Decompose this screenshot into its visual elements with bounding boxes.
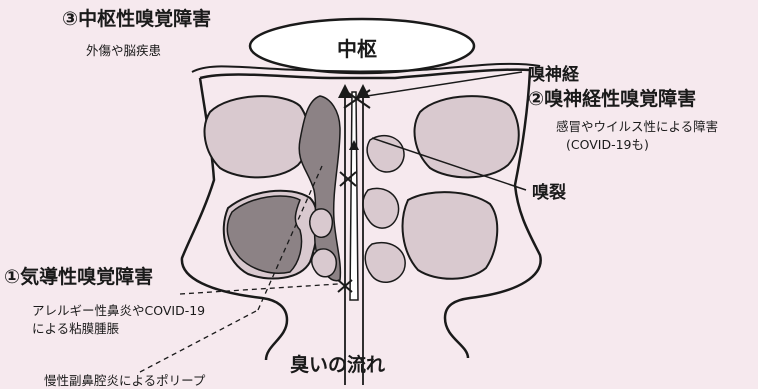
- right-turbinate-lower: [365, 243, 405, 283]
- olfactory-nerve-label: 嗅神経: [528, 60, 579, 85]
- airflow-label: 臭いの流れ: [290, 350, 385, 377]
- central-disorder-cause: 外傷や脳疾患: [86, 40, 161, 59]
- left-turbinate-middle: [310, 209, 333, 237]
- conductive-disorder-title: ①気導性嗅覚障害: [4, 262, 153, 289]
- leader-olfactory-nerve: [367, 72, 522, 96]
- blockage-marker-central: [344, 90, 370, 108]
- nasal-septum: [350, 92, 358, 300]
- nerve-disorder-cause-2: (COVID-19も): [566, 134, 649, 153]
- right-turbinate-middle: [363, 188, 399, 228]
- left-orbit: [205, 96, 309, 177]
- polyp-cause-label: 慢性副鼻腔炎によるポリープ: [44, 370, 205, 389]
- olfactory-cleft-label: 嗅裂: [532, 178, 566, 203]
- brain-center-label: 中枢: [337, 33, 377, 62]
- leader-polyp: [140, 310, 258, 372]
- central-disorder-title: ③中枢性嗅覚障害: [62, 4, 211, 31]
- airflow-arrowhead-mid: [349, 140, 359, 150]
- conductive-disorder-cause-2: による粘膜腫脹: [32, 318, 119, 337]
- nerve-disorder-title: ②嗅神経性嗅覚障害: [528, 84, 696, 111]
- right-orbit: [415, 96, 519, 177]
- nerve-disorder-cause-1: 感冒やウイルス性による障害: [556, 116, 718, 135]
- right-maxillary-sinus: [403, 192, 498, 279]
- conductive-disorder-cause-1: アレルギー性鼻炎やCOVID-19: [32, 300, 205, 319]
- left-turbinate-lower: [312, 249, 337, 277]
- right-turbinate-upper: [367, 136, 404, 172]
